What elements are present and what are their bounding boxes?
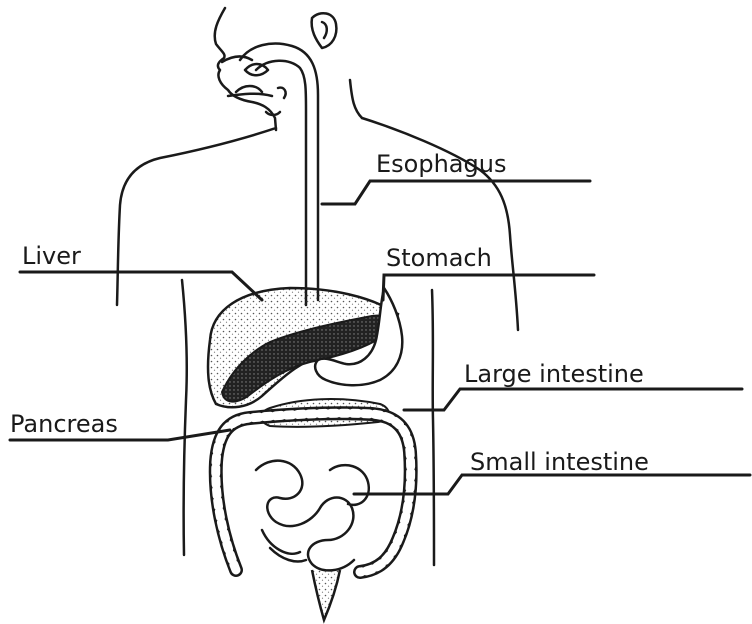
mouth [222, 56, 252, 62]
small-intestine [256, 461, 354, 571]
label-small-intestine: Small intestine [470, 450, 649, 474]
label-large-intestine: Large intestine [464, 362, 644, 386]
left-torso [182, 280, 187, 555]
large-intestine-leader [404, 389, 742, 410]
esophagus-leader [322, 181, 590, 204]
right-torso [432, 290, 434, 565]
ear [312, 13, 337, 48]
stomach-leader [383, 275, 594, 300]
jaw [228, 94, 272, 96]
rectum [312, 570, 340, 620]
liver-leader [20, 272, 262, 300]
neck-right [350, 80, 362, 118]
left-shoulder [117, 128, 276, 305]
label-liver: Liver [22, 244, 81, 268]
label-pancreas: Pancreas [10, 412, 118, 436]
label-esophagus: Esophagus [376, 152, 506, 176]
label-stomach: Stomach [386, 246, 492, 270]
